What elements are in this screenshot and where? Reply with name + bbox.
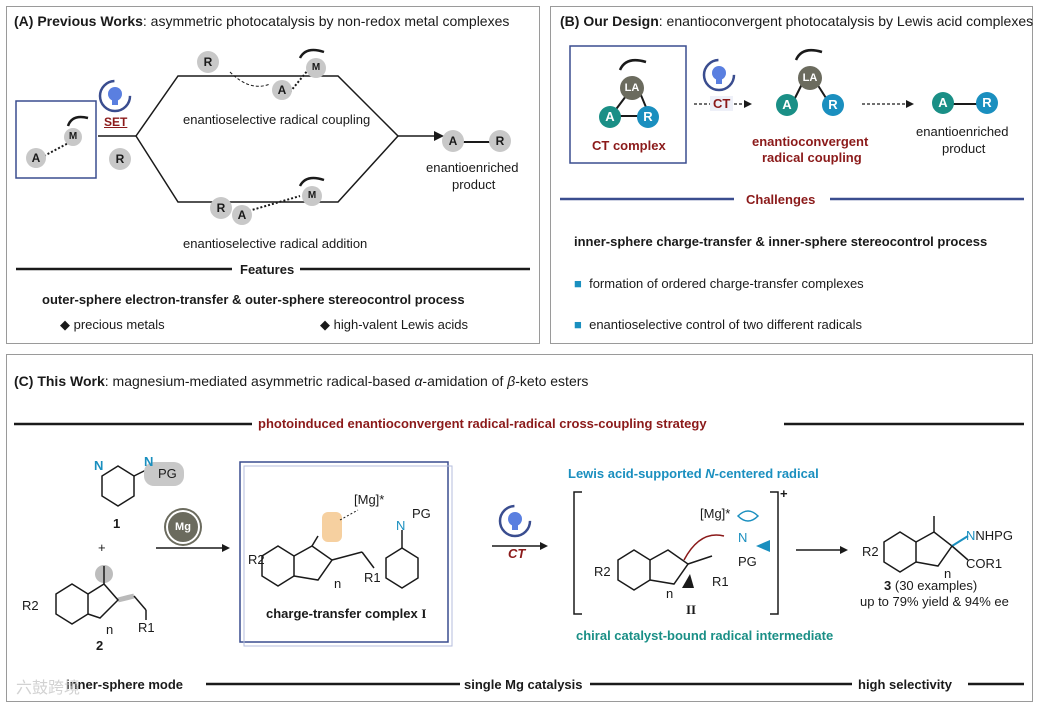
convergent-line1: enantioconvergent [752, 134, 869, 149]
r2-label-3: R2 [862, 544, 879, 559]
bottom-high-selectivity: high selectivity [858, 677, 952, 692]
a-ball-product-b: A [932, 92, 954, 114]
r-ball-product-b: R [976, 92, 998, 114]
chiral-intermediate-label: chiral catalyst-bound radical intermedia… [576, 628, 834, 643]
bullet-ordered: ■ formation of ordered charge-transfer c… [574, 276, 864, 291]
n-sub-3: n [944, 566, 952, 581]
pyridinium-n: N [94, 458, 104, 473]
r2-label-2: R2 [22, 598, 39, 613]
r2-label-i: R2 [248, 552, 265, 567]
ylide-n: N [144, 454, 154, 469]
bullet-two-radicals: ■ enantioselective control of two differ… [574, 317, 863, 332]
la-ball-ct: LA [620, 76, 644, 100]
watermark-text: 六鼓跨境 [16, 680, 81, 697]
radical-n: N [738, 530, 748, 545]
compound-2-label: 2 [96, 638, 104, 653]
r-ball-top: R [197, 51, 219, 73]
compound-1-label: 1 [113, 516, 121, 531]
panel-b [550, 6, 1033, 344]
bracket-plus: + [780, 486, 788, 501]
r-ball-product: R [489, 130, 511, 152]
product-b-line2: product [942, 141, 986, 156]
a-ball-left: A [26, 148, 46, 168]
mg-complex-label-i: [Mg]* [354, 492, 385, 507]
lewis-radical-label: Lewis acid-supported N-centered radical [568, 466, 819, 481]
m-ball-bottom: M [302, 186, 322, 206]
ct-arrow-label-c: CT [508, 546, 526, 561]
product-a-line2: product [452, 177, 496, 192]
set-label: SET [104, 115, 128, 129]
r-ball-set: R [109, 148, 131, 170]
features-label: Features [240, 262, 295, 277]
a-ball-ct: A [599, 106, 621, 128]
n-sub-ii: n [666, 586, 674, 601]
ylide-pg: PG [158, 466, 177, 481]
r2-label-ii: R2 [594, 564, 611, 579]
challenges-label: Challenges [746, 192, 816, 207]
r1-label-ii: R1 [712, 574, 729, 589]
lightbulb-icon [98, 79, 132, 113]
addition-label: enantioselective radical addition [183, 236, 368, 251]
product-b-line1: enantioenriched [916, 124, 1009, 139]
lightbulb-icon-c [498, 504, 532, 538]
r1-label-i: R1 [364, 570, 381, 585]
a-ball-bottom: A [232, 205, 252, 225]
bottom-single-mg: single Mg catalysis [464, 677, 583, 692]
mg-ball: Mg [168, 512, 198, 542]
plus-sign: + [98, 540, 106, 555]
complex-n: N [396, 518, 406, 533]
panel-a-title: (A) Previous Works: asymmetric photocata… [14, 13, 510, 29]
n-sub-i: n [334, 576, 342, 591]
product-a-line1: enantioenriched [426, 160, 519, 175]
r-ball-ct: R [637, 106, 659, 128]
lightbulb-icon-b [702, 58, 736, 92]
m-ball-top: M [306, 58, 326, 78]
radical-pg: PG [738, 554, 757, 569]
product-nhpg: NNHPG [966, 528, 1013, 543]
r-radical-ball: R [822, 94, 844, 116]
product-3-examples: 3 (30 examples) [884, 578, 978, 593]
inner-sphere-text: inner-sphere charge-transfer & inner-sph… [574, 234, 988, 249]
coupling-label: enantioselective radical coupling [183, 112, 371, 127]
ct-complex-label: CT complex [592, 138, 666, 153]
r-ball-bottom: R [210, 197, 232, 219]
a-ball-top: A [272, 80, 292, 100]
bullet-precious: ◆ precious metals [60, 317, 165, 332]
intermediate-ii-label: II [686, 602, 697, 617]
m-ball-left: M [64, 128, 82, 146]
product-3-yield: up to 79% yield & 94% ee [860, 594, 1009, 609]
strategy-label: photoinduced enantioconvergent radical-r… [258, 416, 707, 431]
ct-complex-i-label: charge-transfer complex I [266, 606, 427, 621]
product-cor1: COR1 [966, 556, 1003, 571]
n-sub-2: n [106, 622, 114, 637]
la-ball-radical: LA [798, 66, 822, 90]
a-ball-product: A [442, 130, 464, 152]
bullet-high-valent: ◆ high-valent Lewis acids [320, 317, 469, 332]
panel-a [6, 6, 540, 344]
outer-sphere-text: outer-sphere electron-transfer & outer-s… [42, 292, 465, 307]
panel-c-title: (C) This Work: magnesium-mediated asymme… [14, 373, 589, 389]
ct-arrow-label: CT [710, 96, 734, 111]
r1-label-2: R1 [138, 620, 155, 635]
bottom-inner-sphere: inner-sphere mode [66, 677, 184, 692]
convergent-line2: radical coupling [762, 150, 862, 165]
mg-complex-label-ii: [Mg]* [700, 506, 731, 521]
a-radical-ball: A [776, 94, 798, 116]
complex-pg: PG [412, 506, 431, 521]
panel-b-title: (B) Our Design: enantioconvergent photoc… [560, 13, 1034, 29]
